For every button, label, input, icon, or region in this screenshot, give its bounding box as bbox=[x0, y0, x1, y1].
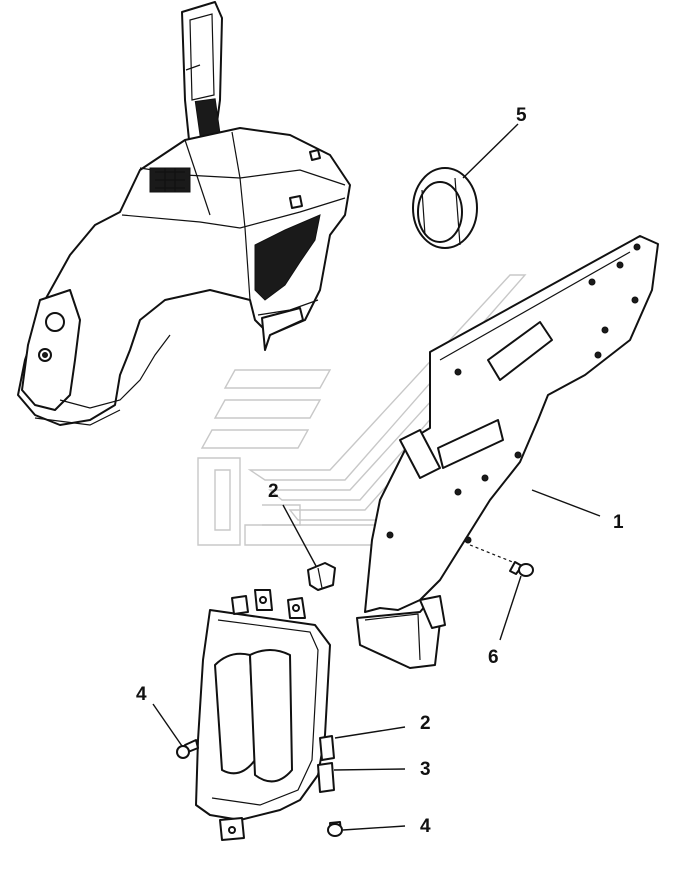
callout-2-upper: 2 bbox=[268, 481, 279, 502]
part-2-clip-upper bbox=[307, 562, 336, 591]
part-4-screw-lower bbox=[327, 821, 343, 837]
part-4-screw-upper bbox=[176, 739, 199, 759]
callout-4-lower: 4 bbox=[420, 816, 431, 837]
callout-2-lower: 2 bbox=[420, 713, 431, 734]
cab-panel-assembly bbox=[17, 1, 351, 426]
callout-3: 3 bbox=[420, 759, 431, 780]
callout-1: 1 bbox=[613, 512, 624, 533]
part-5-grommet bbox=[412, 167, 478, 249]
part-6-screw bbox=[469, 544, 534, 577]
lower-housing bbox=[195, 589, 335, 841]
part-1-bracket bbox=[356, 235, 659, 669]
leader-lines bbox=[152, 123, 601, 831]
callout-labels: 5 1 6 2 4 2 3 4 bbox=[136, 105, 624, 837]
callout-5: 5 bbox=[516, 105, 527, 126]
callout-6: 6 bbox=[488, 647, 499, 668]
callout-4-upper: 4 bbox=[136, 684, 147, 705]
